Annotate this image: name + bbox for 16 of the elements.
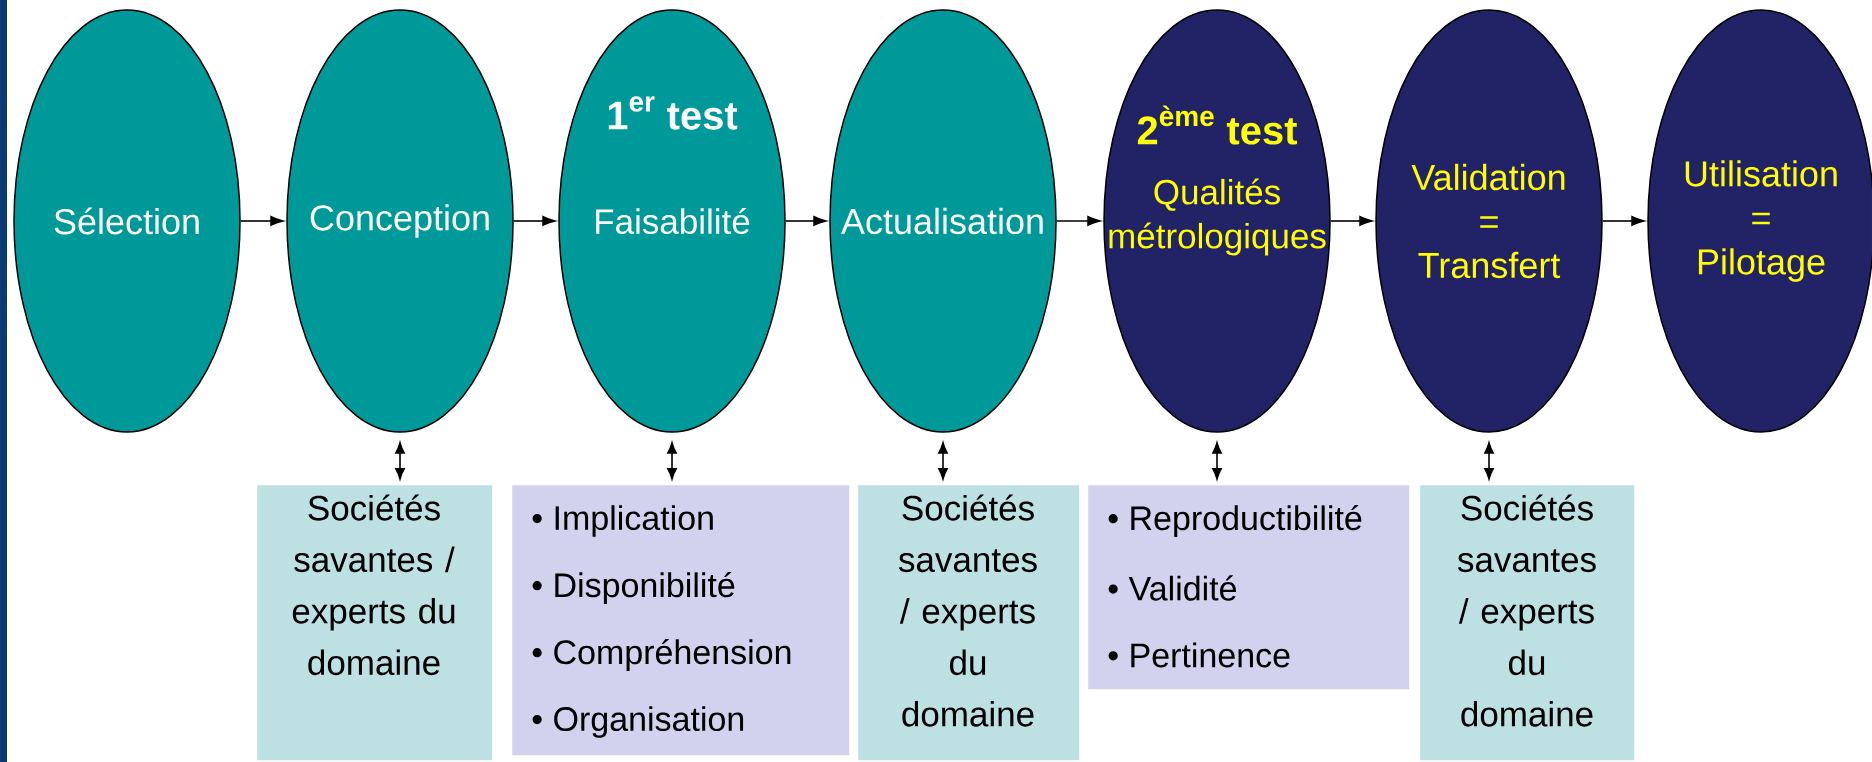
arrow bbox=[1484, 442, 1494, 480]
arrow bbox=[239, 216, 284, 226]
arrow bbox=[1055, 216, 1101, 226]
arrow bbox=[395, 442, 405, 480]
arrow bbox=[667, 442, 677, 480]
text-box: • Reproductibilité • Validité • Pertinence bbox=[1088, 485, 1410, 690]
text-box: Sociétés savantes / experts du domaine bbox=[257, 485, 493, 761]
arrow bbox=[938, 442, 948, 480]
arrow bbox=[1329, 216, 1373, 226]
text-box: • Implication • Disponibilité • Compréhension • Organisation bbox=[512, 485, 850, 756]
arrow bbox=[512, 216, 556, 226]
arrow bbox=[1601, 216, 1645, 226]
text-box: Sociétés savantes / experts du domaine bbox=[858, 485, 1080, 761]
arrow bbox=[1212, 442, 1222, 480]
arrow bbox=[784, 216, 827, 226]
text-box: Sociétés savantes / experts du domaine bbox=[1420, 485, 1635, 761]
